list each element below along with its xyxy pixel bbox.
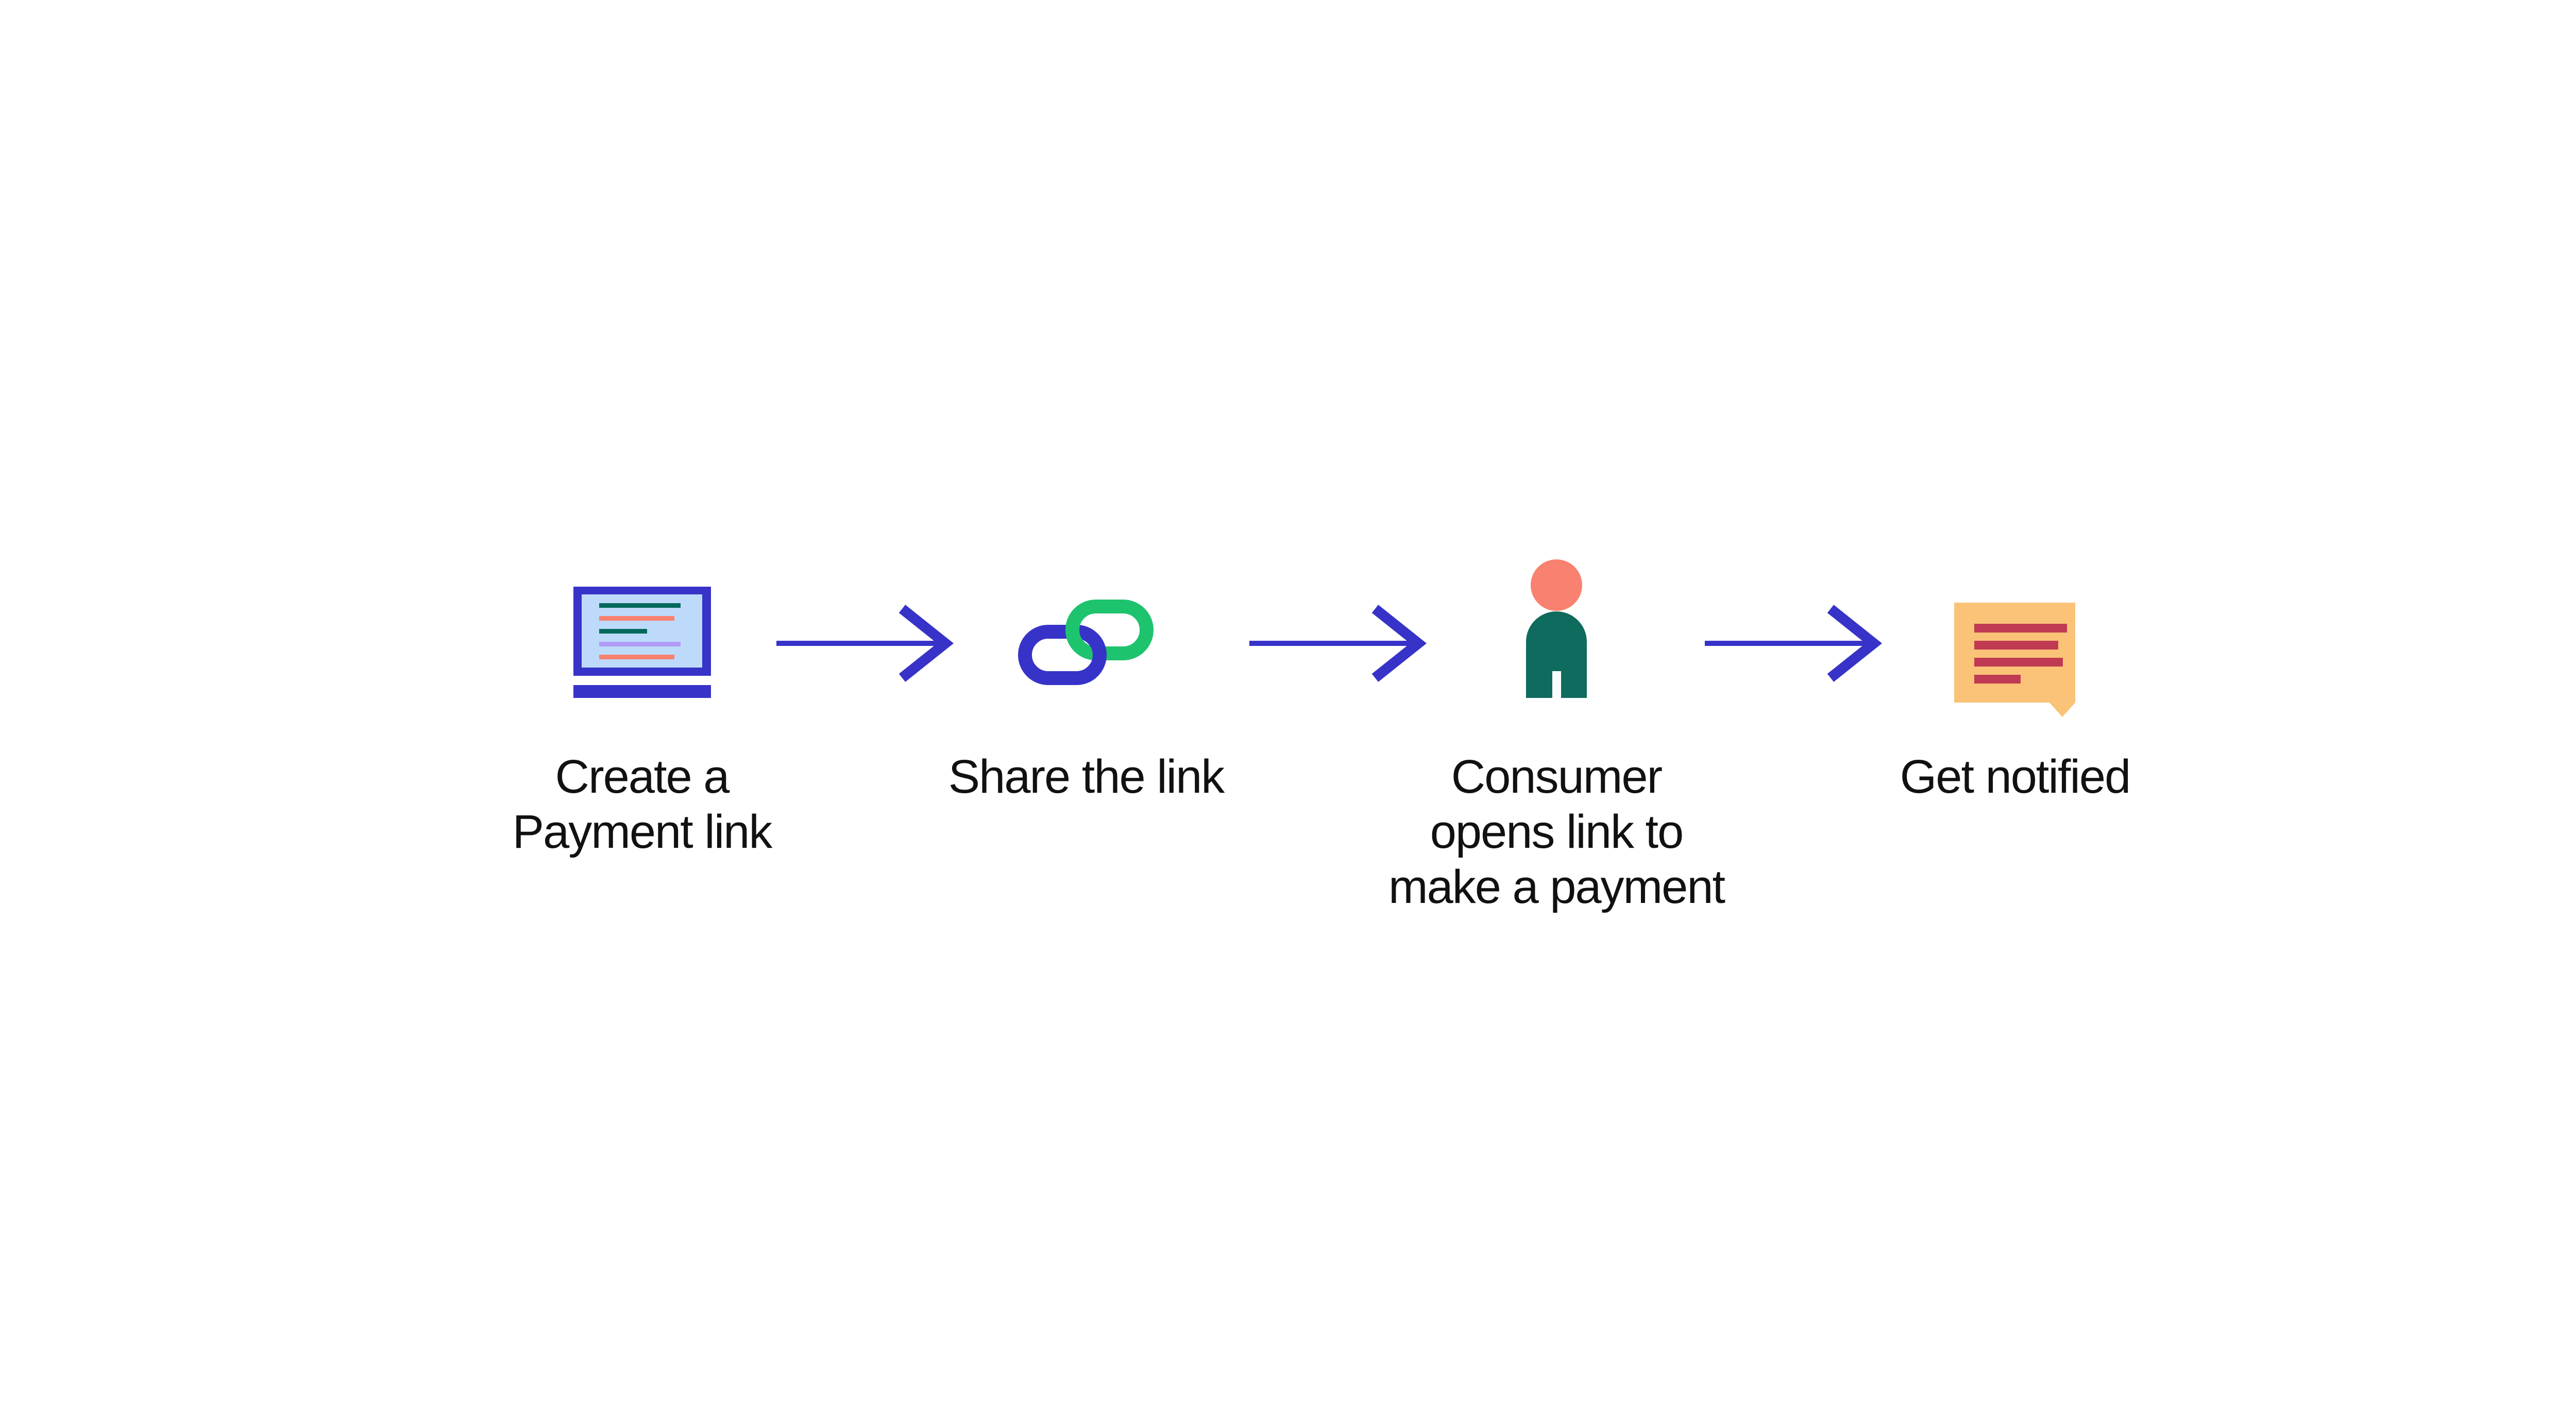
step-label-share-the-link: Share the link (948, 749, 1225, 805)
chain-ring-blue (1018, 625, 1107, 685)
chain-link-icon (1018, 600, 1154, 685)
step-label-line: Consumer (1451, 750, 1663, 803)
arrow-head (1371, 605, 1427, 682)
step-label-consumer-opens-link: Consumer opens link to make a payment (1388, 749, 1725, 915)
step-label-line: make a payment (1388, 861, 1725, 913)
chain-ring-green-overlap (1065, 616, 1086, 645)
step-label-get-notified: Get notified (1900, 749, 2131, 805)
person-head (1531, 559, 1582, 611)
notification-bubble-icon (1954, 603, 2075, 717)
bubble-text-line (1974, 675, 2021, 684)
bubble-text-line (1974, 624, 2067, 633)
bubble-text-line (1974, 658, 2063, 667)
person-body (1526, 611, 1587, 698)
screen-text-line (599, 655, 674, 659)
bubble-text-line (1974, 641, 2058, 650)
arrow-right-icon (776, 605, 954, 682)
consumer-person-icon (1526, 559, 1587, 698)
step-label-line: Payment link (512, 806, 773, 858)
screen-text-line (599, 603, 681, 608)
monitor-payment-icon (573, 587, 711, 698)
step-label-create-payment-link: Create a Payment link (512, 749, 773, 860)
arrow-right-icon (1705, 605, 1883, 682)
screen-text-line (599, 642, 681, 646)
step-label-line: Create a (555, 750, 730, 803)
monitor-stand (573, 685, 711, 698)
step-label-line: Share the link (948, 750, 1225, 803)
arrow-right-icon (1249, 605, 1427, 682)
arrow-head (1827, 605, 1883, 682)
screen-text-line (599, 629, 647, 634)
step-label-line: opens link to (1430, 806, 1684, 858)
arrow-head (899, 605, 954, 682)
step-label-line: Get notified (1900, 750, 2131, 803)
screen-text-line (599, 616, 674, 621)
